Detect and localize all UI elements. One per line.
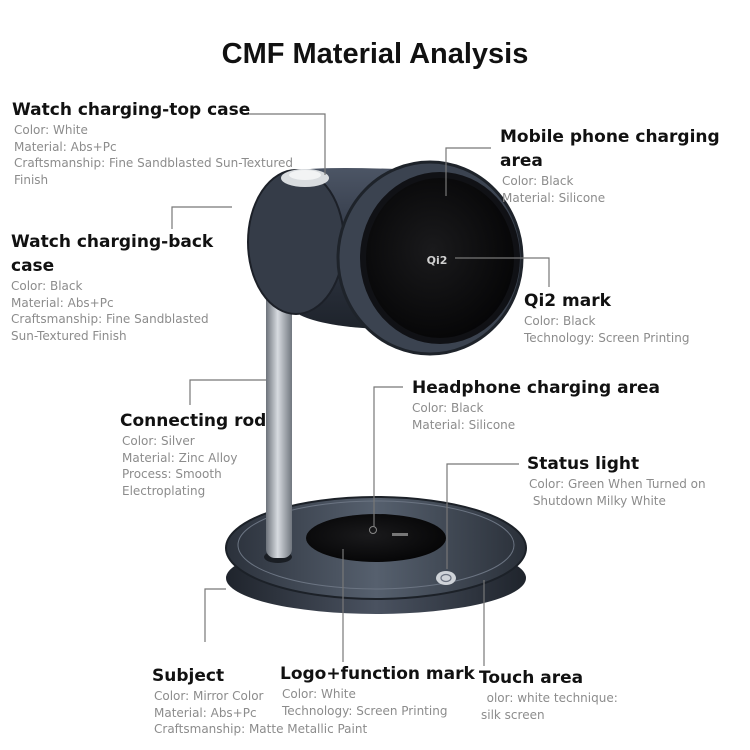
status-touch-icon bbox=[436, 571, 456, 585]
callout-detail: silk screen bbox=[481, 707, 545, 722]
qi2-mark-text: Qi2 bbox=[427, 254, 448, 267]
leader-lines bbox=[171, 113, 550, 666]
callout-detail: Color: Black bbox=[524, 314, 596, 328]
callout-heading: Connecting rod bbox=[120, 411, 267, 431]
callout-detail: Color: White bbox=[282, 687, 356, 701]
callout-headphone: Headphone charging area Color: Black Mat… bbox=[412, 376, 712, 433]
callout-watch-back: Watch charging-back case Color: Black Ma… bbox=[11, 230, 241, 344]
callout-status-light: Status light Color: Green When Turned on… bbox=[527, 452, 737, 509]
callout-detail: Material: Abs+Pc bbox=[154, 705, 257, 720]
callout-detail: Sun-Textured Finish bbox=[11, 328, 127, 343]
callout-detail: Color: Black bbox=[502, 174, 574, 188]
callout-detail: olor: white technique: bbox=[479, 691, 618, 705]
callout-heading: Touch area bbox=[479, 668, 584, 688]
charger-head bbox=[247, 160, 524, 356]
callout-heading: Watch charging-top case bbox=[12, 100, 251, 120]
page-title: CMF Material Analysis bbox=[221, 38, 529, 70]
callout-heading: Logo+function mark bbox=[280, 664, 475, 684]
callout-detail: Finish bbox=[14, 172, 49, 187]
callout-detail: Technology: Screen Printing bbox=[524, 330, 690, 345]
callout-detail: Color: White bbox=[14, 123, 88, 137]
callout-rod: Connecting rod Color: Silver Material: Z… bbox=[120, 409, 270, 499]
callout-heading: Watch charging-back bbox=[11, 232, 214, 252]
callout-heading: Subject bbox=[152, 666, 225, 686]
callout-detail: Material: Silicone bbox=[412, 417, 516, 432]
callout-detail: Material: Abs+Pc bbox=[11, 295, 114, 310]
callout-detail: Craftsmanship: Fine Sandblasted Sun-Text… bbox=[14, 156, 293, 170]
callout-touch-area: Touch area olor: white technique: silk s… bbox=[479, 666, 649, 723]
callout-detail: Material: Zinc Alloy bbox=[122, 450, 238, 465]
callout-detail: Craftsmanship: Fine Sandblasted bbox=[11, 312, 209, 326]
callout-detail: Electroplating bbox=[122, 483, 206, 498]
callout-detail: Shutdown Milky White bbox=[529, 493, 666, 508]
callout-detail: Color: Silver bbox=[122, 434, 195, 448]
callout-detail: Color: Black bbox=[412, 401, 484, 415]
callout-logo-mark: Logo+function mark Color: White Technolo… bbox=[280, 662, 480, 719]
callout-heading: Headphone charging area bbox=[412, 378, 660, 398]
callout-watch-top: Watch charging-top case Color: White Mat… bbox=[12, 98, 302, 188]
callout-subject: Subject Color: Mirror Color Material: Ab… bbox=[152, 664, 382, 738]
callout-detail: Craftsmanship: Matte Metallic Paint bbox=[154, 722, 368, 736]
headphone-pad bbox=[306, 514, 446, 562]
callout-heading: area bbox=[500, 151, 543, 171]
callout-detail: Color: Green When Turned on bbox=[529, 477, 706, 491]
callout-heading: case bbox=[11, 256, 55, 276]
callout-detail: Color: Mirror Color bbox=[154, 689, 264, 703]
callout-qi2: Qi2 mark Color: Black Technology: Screen… bbox=[524, 289, 744, 346]
callout-detail: Process: Smooth bbox=[122, 467, 222, 481]
callout-heading: Mobile phone charging bbox=[500, 127, 720, 147]
callout-detail: Material: Abs+Pc bbox=[14, 139, 117, 154]
callout-heading: Qi2 mark bbox=[524, 291, 611, 311]
callout-detail: Technology: Screen Printing bbox=[282, 703, 448, 718]
callout-phone-area: Mobile phone charging area Color: Black … bbox=[500, 125, 745, 206]
callout-heading: Status light bbox=[527, 454, 640, 474]
callout-detail: Color: Black bbox=[11, 279, 83, 293]
callout-detail: Material: Silicone bbox=[502, 190, 606, 205]
